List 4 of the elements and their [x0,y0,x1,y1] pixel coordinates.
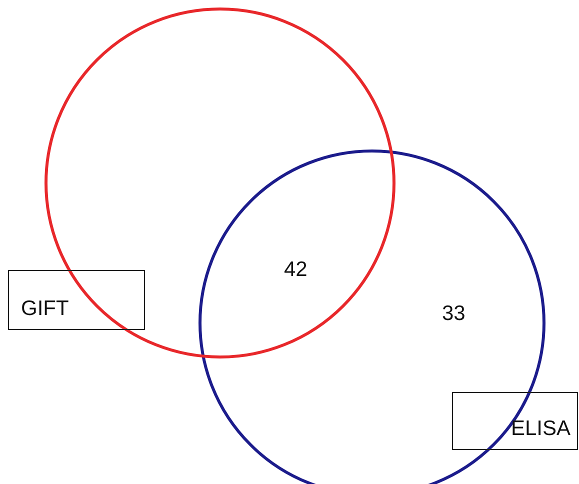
label-box: GIFT [8,270,145,330]
count-number: 42 [284,258,308,282]
label-box: ELISA [452,392,578,450]
count-number: 33 [442,302,466,326]
